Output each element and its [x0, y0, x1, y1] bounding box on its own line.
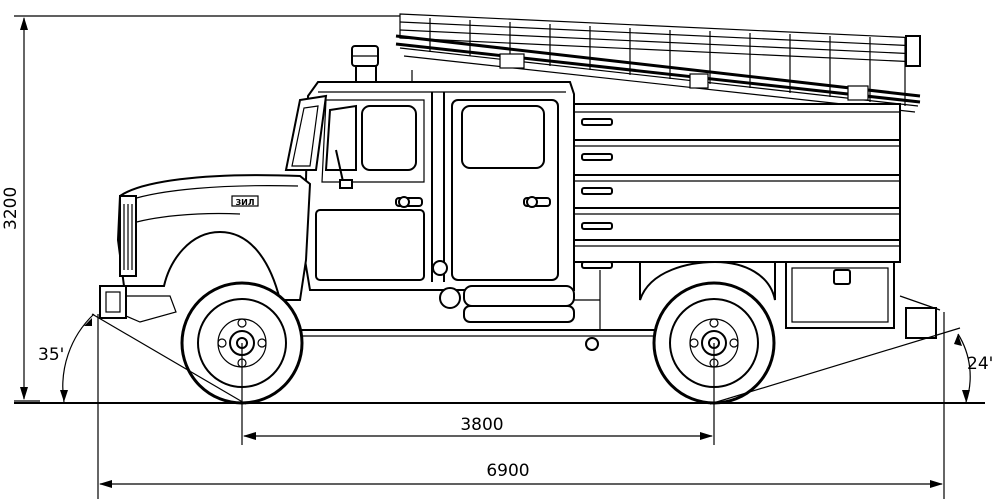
- length-label: 6900: [486, 461, 529, 481]
- crew-cab: [298, 81, 575, 291]
- height-dimension: 3200: [1, 15, 400, 402]
- departure-angle-label: 24': [967, 354, 993, 374]
- equipment-body: [573, 103, 941, 339]
- wheelbase-label: 3800: [460, 415, 503, 435]
- front-door-handle: [395, 196, 423, 208]
- height-label: 3200: [1, 187, 21, 230]
- hood-badge: ЗИЛ: [235, 198, 254, 207]
- roof-ladder: [395, 13, 921, 113]
- engine-hood: ЗИЛ: [99, 94, 328, 323]
- length-dimension: 6900: [99, 461, 943, 488]
- departure-angle: 24': [709, 312, 993, 499]
- rear-door-handle: [523, 196, 551, 208]
- chassis: [300, 270, 660, 351]
- shutter-handles: [581, 118, 613, 269]
- approach-angle: 35': [38, 313, 247, 499]
- approach-angle-label: 35': [38, 345, 64, 365]
- wheelbase-dimension: 3800: [241, 343, 715, 445]
